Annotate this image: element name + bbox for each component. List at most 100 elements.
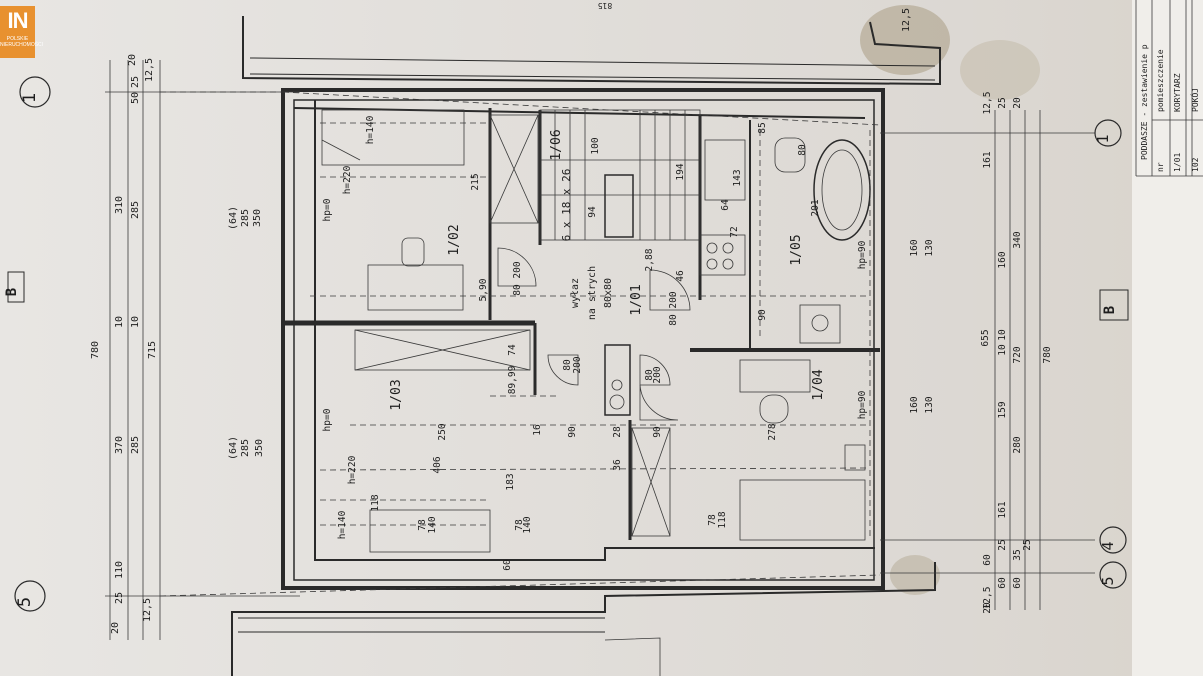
plan-dim-42: 118 (717, 511, 728, 528)
plan-dim-20: 46 (675, 270, 686, 282)
plan-dim-39: 78 (417, 519, 428, 531)
axis-5-right: 5 (1099, 576, 1117, 585)
plan-dim-33: 80 (512, 284, 523, 296)
right-dim-20: 20 (982, 602, 993, 614)
dimension-lines (105, 60, 1095, 640)
plan-dim-15: 201 (810, 199, 821, 216)
room-label-1-02: 1/02 (447, 224, 462, 255)
left-dim-6: 10 (114, 316, 125, 328)
left-dim-5: 715 (147, 341, 158, 359)
left-dim-14: 20 (127, 54, 138, 66)
plan-dim-22: 278 (767, 423, 778, 440)
plan-dim-9: 250 (437, 423, 448, 440)
section-right: B (1102, 306, 1118, 314)
right-dim-3: 161 (982, 151, 993, 168)
bathtub (813, 139, 871, 241)
legend-row1-name: KORYTARZ (1173, 73, 1182, 112)
hatch-note-2: na strych (587, 266, 598, 320)
plan-dim-7: h=140 (337, 510, 348, 539)
right-dim-23: 160 (909, 239, 920, 256)
left-dim-17: 350 (252, 209, 263, 227)
plan-dim-30: 5,90 (478, 278, 489, 301)
plan-dim-28: 74 (507, 344, 518, 356)
left-dim-8: 110 (114, 561, 125, 579)
top-mark-1: 12,5 (901, 8, 912, 32)
legend-title: PODDASZE - zestawienie p (1140, 44, 1149, 160)
section-left: B (4, 288, 20, 296)
left-dim-7: 10 (130, 316, 141, 328)
left-dim-16: 285 (240, 209, 251, 227)
right-dim-15: 25 (997, 539, 1008, 550)
right-dim-0: 655 (980, 329, 991, 346)
top-mark-2: 815 (598, 1, 613, 10)
left-dim-0: 780 (90, 341, 101, 359)
hatch-note-1: wyłaz (570, 278, 581, 308)
legend-row2-nr: 102 (1191, 157, 1200, 172)
plan-dim-13: 100 (590, 137, 601, 154)
left-dim-11: 12,5 (142, 598, 153, 622)
room-label-1-03: 1/03 (389, 379, 404, 410)
plan-dim-27: 16 (532, 424, 543, 436)
plan-dim-14: 194 (675, 163, 686, 180)
left-dim-10: 20 (110, 622, 121, 634)
plan-dim-36: 80 (644, 369, 655, 381)
plan-dim-23: 90 (567, 426, 578, 438)
plan-dim-37: 200 (572, 356, 583, 373)
left-dim-4: 285 (130, 436, 141, 454)
plan-dim-17: 64 (720, 199, 731, 211)
left-dim-9: 25 (114, 592, 125, 604)
agency-logo: IN POLSKIE NIERUCHOMOŚCI (0, 6, 44, 58)
roof-eaves-top (242, 16, 941, 86)
right-dim-13: 10 (997, 344, 1008, 356)
plan-dim-34: 80 (668, 314, 679, 326)
right-dim-6: 159 (997, 401, 1008, 418)
legend-grid: PODDASZE - zestawienie pnrpomieszczenie1… (1132, 0, 1203, 676)
plan-dim-31: 200 (512, 261, 523, 278)
plan-dim-16: 143 (732, 169, 743, 186)
plan-dim-41: 78 (707, 514, 718, 526)
right-dim-1: 720 (1012, 346, 1023, 363)
right-dim-11: 20 (1012, 97, 1023, 109)
right-dim-10: 25 (997, 97, 1008, 108)
plan-dim-43: 140 (427, 516, 438, 533)
right-dim-14: 60 (982, 554, 993, 566)
left-dim-3: 370 (114, 436, 125, 454)
room-label-1-04: 1/04 (811, 369, 826, 400)
right-dim-22: 130 (924, 239, 935, 256)
plan-dim-47: 85 (757, 122, 768, 133)
grid-axes (14, 76, 1127, 612)
plan-dim-6: h=220 (347, 455, 358, 484)
left-dim-21: (64) (228, 436, 239, 460)
right-dim-17: 25 (1022, 539, 1033, 550)
plan-dim-45: 60 (502, 559, 513, 571)
right-dim-2: 780 (1042, 346, 1053, 363)
left-dim-20: 350 (254, 439, 265, 457)
plan-dim-25: 36 (612, 459, 623, 471)
axis-5-left: 5 (15, 597, 35, 607)
axis-1-right: 1 (1094, 134, 1112, 143)
logo-line-2: NIERUCHOMOŚCI (0, 42, 44, 48)
right-dim-24: 130 (924, 396, 935, 413)
plan-dim-5: h=220 (342, 165, 353, 194)
plan-dim-35: 80 (562, 359, 573, 371)
legend-col-nr: nr (1156, 162, 1165, 172)
plan-dim-18: 72 (729, 226, 740, 237)
plan-dim-10: 406 (432, 456, 443, 473)
legend-row1-nr: 1/01 (1173, 153, 1182, 172)
plan-dim-11: 118 (370, 494, 381, 511)
room-label-1-05: 1/05 (789, 234, 804, 265)
furniture (321, 109, 866, 553)
plan-dim-29: 89,99 (507, 365, 518, 394)
left-dim-13: 25 (130, 76, 141, 88)
plan-dim-2: hp=90 (857, 240, 868, 269)
staircase (539, 109, 701, 241)
logo-mark: IN (7, 8, 29, 33)
left-dim-15: 12,5 (144, 58, 155, 82)
left-dim-12: 50 (130, 92, 141, 104)
left-dim-2: 285 (130, 201, 141, 219)
axis-1-left: 1 (20, 93, 40, 103)
plan-dim-12: 183 (505, 473, 516, 490)
